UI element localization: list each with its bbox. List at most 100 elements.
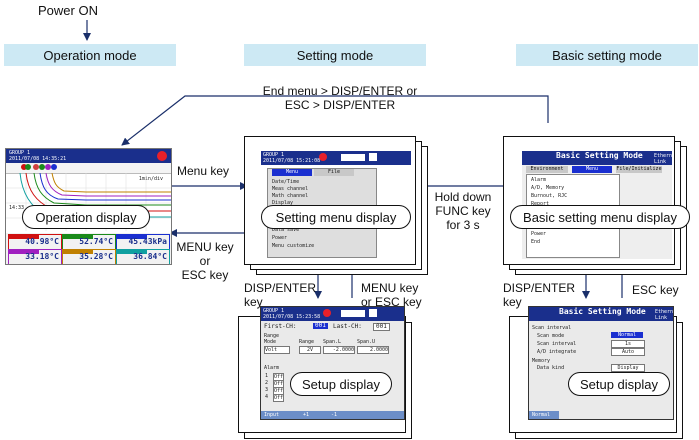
basic-setup-title: Basic Setting Mode bbox=[559, 307, 646, 316]
alarm-row-4: 4 bbox=[265, 394, 269, 400]
last-ch-value[interactable]: 001 bbox=[373, 323, 390, 331]
basic-item-end[interactable]: End bbox=[531, 239, 541, 245]
alarm-row-3: 3 bbox=[265, 387, 269, 393]
scan-interval-label: Scan interval bbox=[537, 341, 577, 347]
basic-header: Basic Setting Mode Ethernet Link bbox=[522, 151, 672, 165]
trend-area bbox=[6, 173, 171, 231]
footer-plus1[interactable]: +1 bbox=[303, 412, 310, 418]
menu-key-label: Menu key bbox=[177, 164, 230, 178]
scan-interval-value[interactable]: 1s bbox=[611, 340, 645, 348]
digital-value-4: 33.18°C bbox=[25, 252, 59, 261]
disp-enter2-line1: DISP/ENTER bbox=[503, 281, 576, 295]
operation-group: GROUP 1 bbox=[9, 150, 31, 156]
footer-input[interactable]: Input bbox=[264, 412, 280, 418]
setting-item-math-channel[interactable]: Math channel bbox=[272, 193, 309, 199]
spanl-col: Span.L bbox=[323, 339, 342, 345]
digital-value-3: 45.43kPa bbox=[128, 237, 167, 246]
footer-normal[interactable]: Normal bbox=[532, 412, 551, 418]
footer-minus1[interactable]: -1 bbox=[331, 412, 338, 418]
memory-heading: Memory bbox=[532, 358, 551, 364]
return-arrow bbox=[121, 95, 549, 146]
disp-enter-line1: DISP/ENTER bbox=[244, 281, 317, 295]
basic-setup-screen: Basic Setting Mode Ethernet Link Scan in… bbox=[528, 306, 674, 420]
spanu-col: Span.U bbox=[357, 339, 376, 345]
range-value[interactable]: 2V bbox=[299, 346, 321, 354]
hold-line3: for 3 s bbox=[446, 218, 480, 232]
basic-title: Basic Setting Mode bbox=[556, 151, 643, 160]
spanu-value[interactable]: 2.0000 bbox=[357, 346, 389, 354]
tab-environment[interactable]: Environment bbox=[526, 166, 568, 173]
power-on-label: Power ON bbox=[38, 3, 98, 18]
tab-menu[interactable]: Menu bbox=[272, 169, 312, 176]
digital-panel: 40.98°C 52.74°C 45.43kPa 33.18°C 35.28°C… bbox=[6, 233, 171, 264]
setup-datetime: 2011/07/08 15:23:58 bbox=[263, 314, 321, 320]
menu-or-esc-line1: MENU key bbox=[361, 281, 419, 295]
spanl-value[interactable]: -2.0000 bbox=[323, 346, 355, 354]
setting-item-menu-customize[interactable]: Menu customize bbox=[272, 243, 315, 249]
operation-time-label: 14:33 bbox=[9, 205, 25, 211]
scan-mode-value[interactable]: Normal bbox=[611, 332, 643, 338]
disp-enter-label: DISP/ENTER key bbox=[244, 281, 316, 309]
setting-item-meas-channel[interactable]: Meas channel bbox=[272, 186, 309, 192]
alarm-row-2: 2 bbox=[265, 380, 269, 386]
ad-integrate-label: A/D integrate bbox=[537, 349, 577, 355]
basic-mode-band: Basic setting mode bbox=[516, 44, 698, 66]
scale-markers bbox=[21, 164, 57, 170]
menu-esc-line2: or bbox=[199, 254, 211, 268]
alarm-row-1: 1 bbox=[265, 373, 269, 379]
scan-interval-heading: Scan interval bbox=[532, 325, 572, 331]
scan-mode-label: Scan mode bbox=[537, 333, 565, 339]
mode-label: Mode bbox=[264, 339, 277, 345]
tab-file[interactable]: File bbox=[314, 169, 354, 176]
basic-item-alarm[interactable]: Alarm bbox=[531, 177, 547, 183]
setup-display-callout-2: Setup display bbox=[568, 372, 670, 396]
alarm-label: Alarm bbox=[264, 365, 280, 371]
range-label: Range bbox=[264, 333, 280, 339]
digital-cell-2: 52.74°C bbox=[62, 234, 116, 250]
operation-screen: GROUP 1 2011/07/08 14:35:21 1min/div 14:… bbox=[5, 148, 172, 265]
hold-line1: Hold down bbox=[434, 190, 492, 204]
digital-cell-5: 35.28°C bbox=[62, 249, 116, 264]
header-tag bbox=[341, 310, 365, 317]
setting-header: GROUP 1 2011/07/08 15:21:08 bbox=[261, 151, 411, 165]
hold-func-label: Hold down FUNC key for 3 s bbox=[426, 190, 500, 232]
basic-stack-front: Basic Setting Mode Ethernet Link Environ… bbox=[503, 136, 675, 265]
data-kind-value[interactable]: Display bbox=[611, 364, 645, 372]
setting-item-datetime[interactable]: Date/Time bbox=[272, 179, 300, 185]
header-icon bbox=[369, 153, 377, 161]
setting-group: GROUP 1 bbox=[263, 152, 285, 158]
setting-menu-callout: Setting menu display bbox=[261, 205, 411, 229]
setting-screen: GROUP 1 2011/07/08 15:21:08 Menu File Da… bbox=[261, 151, 411, 259]
digital-cell-3: 45.43kPa bbox=[116, 234, 170, 250]
alarm-value-4[interactable]: Off bbox=[273, 394, 285, 402]
hold-line2: FUNC key bbox=[435, 204, 491, 218]
basic-setup-header: Basic Setting Mode Ethernet Link bbox=[529, 307, 673, 321]
tab-basic-menu[interactable]: Menu bbox=[572, 166, 612, 173]
basic-item-power[interactable]: Power bbox=[531, 231, 547, 237]
basic-item-burnout[interactable]: Burnout, RJC bbox=[531, 193, 568, 199]
setting-mode-band: Setting mode bbox=[244, 44, 426, 66]
ad-integrate-value[interactable]: Auto bbox=[611, 348, 645, 356]
menu-or-esc-line2: or ESC key bbox=[361, 295, 422, 309]
basic-setup-footer: Normal bbox=[529, 411, 559, 419]
first-ch-value[interactable]: 001 bbox=[313, 322, 328, 329]
first-ch-label: First-CH: bbox=[264, 323, 297, 330]
setting-item-data-save[interactable]: Data save bbox=[272, 227, 300, 233]
last-ch-label: Last-CH: bbox=[333, 323, 362, 330]
setup-group: GROUP 1 bbox=[263, 308, 285, 314]
basic-item-ad-memory[interactable]: A/D, Memory bbox=[531, 185, 565, 191]
disp-enter2-line2: key bbox=[503, 295, 522, 309]
setting-stack-front: GROUP 1 2011/07/08 15:21:08 Menu File Da… bbox=[244, 136, 416, 265]
basic-item-report[interactable]: Report bbox=[531, 201, 550, 207]
basic-setup-badge: Ethernet Link bbox=[655, 309, 674, 321]
header-icon bbox=[369, 309, 377, 317]
disp-enter-label-2: DISP/ENTER key bbox=[503, 281, 575, 309]
menu-or-esc-label: MENU key or ESC key bbox=[361, 281, 422, 309]
digital-cell-4: 33.18°C bbox=[8, 249, 62, 264]
end-menu-line2: ESC > DISP/ENTER bbox=[284, 98, 396, 112]
setting-item-display[interactable]: Display bbox=[272, 200, 294, 206]
mode-value[interactable]: Volt bbox=[264, 346, 290, 354]
setup-screen: GROUP 1 2011/07/08 15:23:58 First-CH: 00… bbox=[260, 306, 405, 420]
setting-item-power[interactable]: Power bbox=[272, 235, 288, 241]
tab-file-initialize[interactable]: File/Initialize bbox=[616, 166, 662, 173]
